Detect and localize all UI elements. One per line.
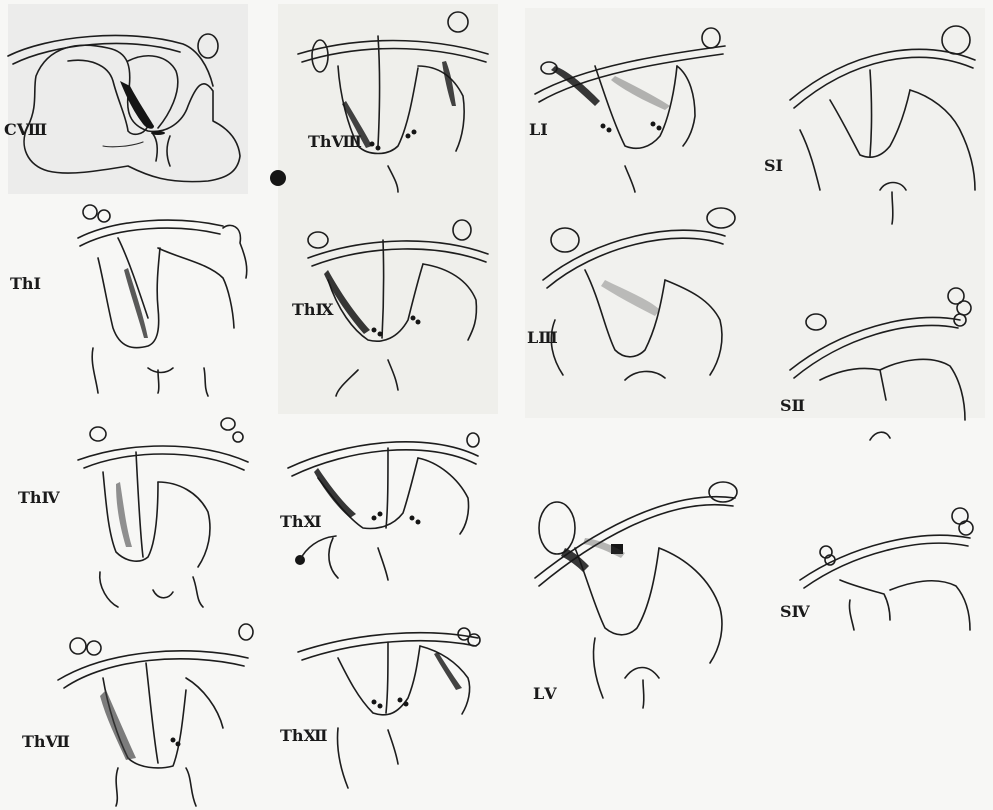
spinal-section-drawing: [8, 198, 253, 398]
panel-l5: LⅤ: [525, 468, 770, 718]
segment-label: LⅠ: [529, 120, 548, 139]
panel-s2: SⅡ: [760, 270, 990, 450]
segment-label: SⅣ: [780, 602, 810, 621]
panel-th11: ThⅪ: [278, 418, 503, 598]
panel-l3: LⅢ: [525, 200, 765, 415]
segment-label: SⅠ: [764, 156, 783, 175]
panel-th9: ThⅨ: [278, 210, 503, 400]
spinal-section-drawing: [760, 10, 990, 250]
panel-th1: ThⅠ: [8, 198, 253, 398]
segment-label: ThⅦ: [22, 732, 70, 751]
panel-th7: ThⅦ: [8, 618, 258, 808]
spinal-section-drawing: [8, 412, 253, 612]
panel-th12: ThⅫ: [278, 618, 503, 798]
spinal-section-drawing: [525, 6, 755, 196]
spinal-section-drawing: [278, 418, 503, 598]
segment-label: SⅡ: [780, 396, 805, 415]
segment-label: LⅢ: [527, 328, 558, 347]
spinal-section-drawing: [8, 6, 248, 196]
panel-s1: SⅠ: [760, 10, 990, 250]
spinal-section-drawing: [525, 200, 765, 415]
panel-l1: LⅠ: [525, 6, 755, 196]
segment-label: LⅤ: [533, 684, 557, 703]
spinal-section-drawing: [525, 468, 770, 718]
spinal-section-drawing: [268, 6, 503, 196]
segment-label: ThⅣ: [18, 488, 60, 507]
segment-label: ThⅫ: [280, 726, 328, 745]
spinal-section-drawing: [770, 490, 990, 660]
panel-s4: SⅣ: [770, 490, 990, 660]
segment-label: ThⅧ: [308, 132, 362, 151]
segment-label: ThⅠ: [10, 274, 41, 293]
spinal-section-drawing: [278, 618, 503, 798]
panel-c8: CⅧ: [8, 6, 248, 196]
spinal-section-drawing: [8, 618, 258, 808]
segment-label: CⅧ: [4, 120, 47, 139]
segment-label: ThⅪ: [280, 512, 322, 531]
spinal-section-drawing: [760, 270, 990, 450]
panel-th4: ThⅣ: [8, 412, 253, 612]
segment-label: ThⅨ: [292, 300, 334, 319]
panel-th8: ThⅧ: [268, 6, 503, 196]
